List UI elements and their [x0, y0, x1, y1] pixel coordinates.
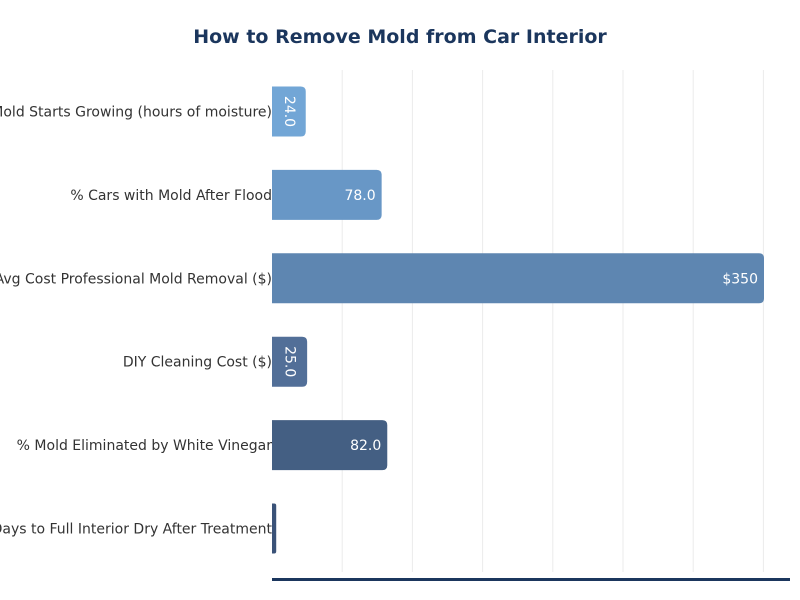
grid-lines	[341, 70, 764, 572]
value-label: 25.0	[282, 346, 298, 377]
category-label: Mold Starts Growing (hours of moisture)	[0, 105, 272, 121]
value-label: 82.0	[350, 438, 381, 454]
bars	[272, 86, 764, 554]
bar	[272, 336, 308, 387]
value-label: 78.0	[344, 188, 375, 204]
bar	[272, 420, 388, 471]
category-label: Days to Full Interior Dry After Treatmen…	[0, 522, 273, 538]
value-labels: 24.0 78.0 $350 25.0 82.0	[281, 96, 758, 454]
category-label: DIY Cleaning Cost ($)	[123, 355, 272, 371]
value-label: $350	[722, 271, 758, 287]
chart-title: How to Remove Mold from Car Interior	[193, 26, 607, 48]
category-label: Avg Cost Professional Mold Removal ($)	[0, 271, 272, 287]
category-label: % Cars with Mold After Flood	[70, 188, 272, 204]
bar	[272, 86, 306, 137]
bar	[272, 169, 382, 220]
value-label: 24.0	[281, 96, 297, 127]
category-label: % Mold Eliminated by White Vinegar	[17, 438, 273, 454]
bar	[272, 253, 764, 304]
bar	[272, 503, 277, 554]
category-labels: Mold Starts Growing (hours of moisture)%…	[0, 105, 273, 538]
